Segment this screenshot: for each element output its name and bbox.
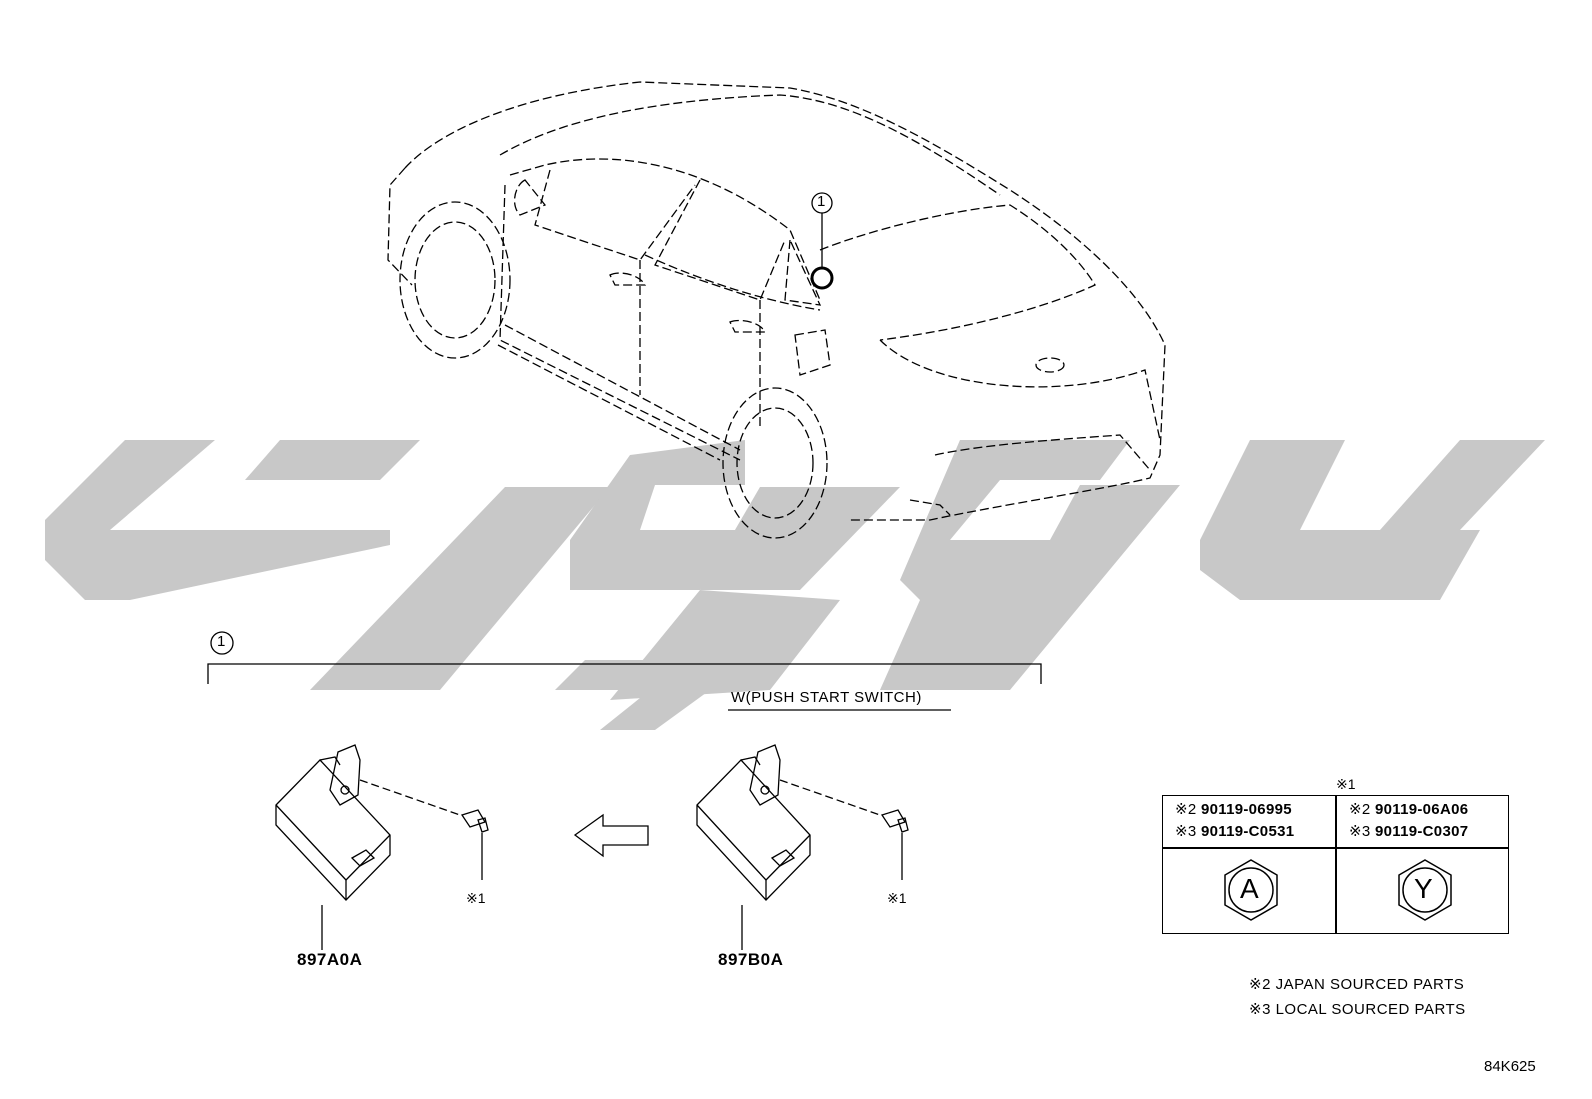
fastener-left [359, 779, 489, 880]
table-column-divider [1335, 796, 1337, 933]
vehicle-callout-number: 1 [817, 193, 826, 210]
part-code[interactable]: 90119-06A06 [1374, 801, 1469, 818]
vehicle-wheels [399, 179, 1065, 539]
part-code[interactable]: 90119-06995 [1200, 801, 1292, 818]
fastener-right [779, 779, 909, 880]
replacement-arrow [573, 813, 649, 858]
drawing-code: 84K625 [1484, 1058, 1536, 1075]
vehicle-outline [387, 81, 1166, 521]
local-mark: ※3 [1349, 823, 1371, 840]
module-897B0A-drawing [696, 744, 811, 950]
part-code[interactable]: 90119-C0307 [1374, 823, 1469, 840]
legend-local-sourced: ※3 LOCAL SOURCED PARTS [1249, 1001, 1466, 1018]
push-start-switch-title: W(PUSH START SWITCH) [731, 689, 922, 706]
fastener-mark-right: ※1 [887, 890, 907, 906]
part-number-right[interactable]: 897B0A [718, 950, 784, 969]
bolt-head-a-letter: A [1240, 873, 1259, 904]
module-897A0A-drawing [275, 744, 391, 950]
watermark-logo [45, 440, 1545, 730]
bolt-head-y-letter: Y [1414, 873, 1433, 904]
legend-japan-sourced: ※2 JAPAN SOURCED PARTS [1249, 976, 1465, 993]
table-row-divider [1163, 847, 1508, 849]
fastener-table-header: ※1 [1336, 776, 1356, 792]
table-cell-y-row1: ※2 90119-06A06 [1349, 800, 1468, 818]
callout-bracket [207, 631, 1042, 711]
local-mark: ※3 [1175, 823, 1197, 840]
component-location-marker [810, 192, 834, 290]
part-code[interactable]: 90119-C0531 [1200, 823, 1295, 840]
bolt-head-a-icon [1224, 859, 1278, 921]
table-cell-a-row1: ※2 90119-06995 [1175, 800, 1292, 818]
table-cell-a-row2: ※3 90119-C0531 [1175, 822, 1294, 840]
part-number-left[interactable]: 897A0A [297, 950, 363, 969]
fastener-table: ※2 90119-06995 ※3 90119-C0531 ※2 90119-0… [1162, 795, 1509, 934]
japan-mark: ※2 [1349, 801, 1371, 818]
bracket-callout-number: 1 [217, 633, 226, 650]
table-cell-y-row2: ※3 90119-C0307 [1349, 822, 1468, 840]
japan-mark: ※2 [1175, 801, 1197, 818]
bolt-head-y-icon [1398, 859, 1452, 921]
fastener-mark-left: ※1 [466, 890, 486, 906]
